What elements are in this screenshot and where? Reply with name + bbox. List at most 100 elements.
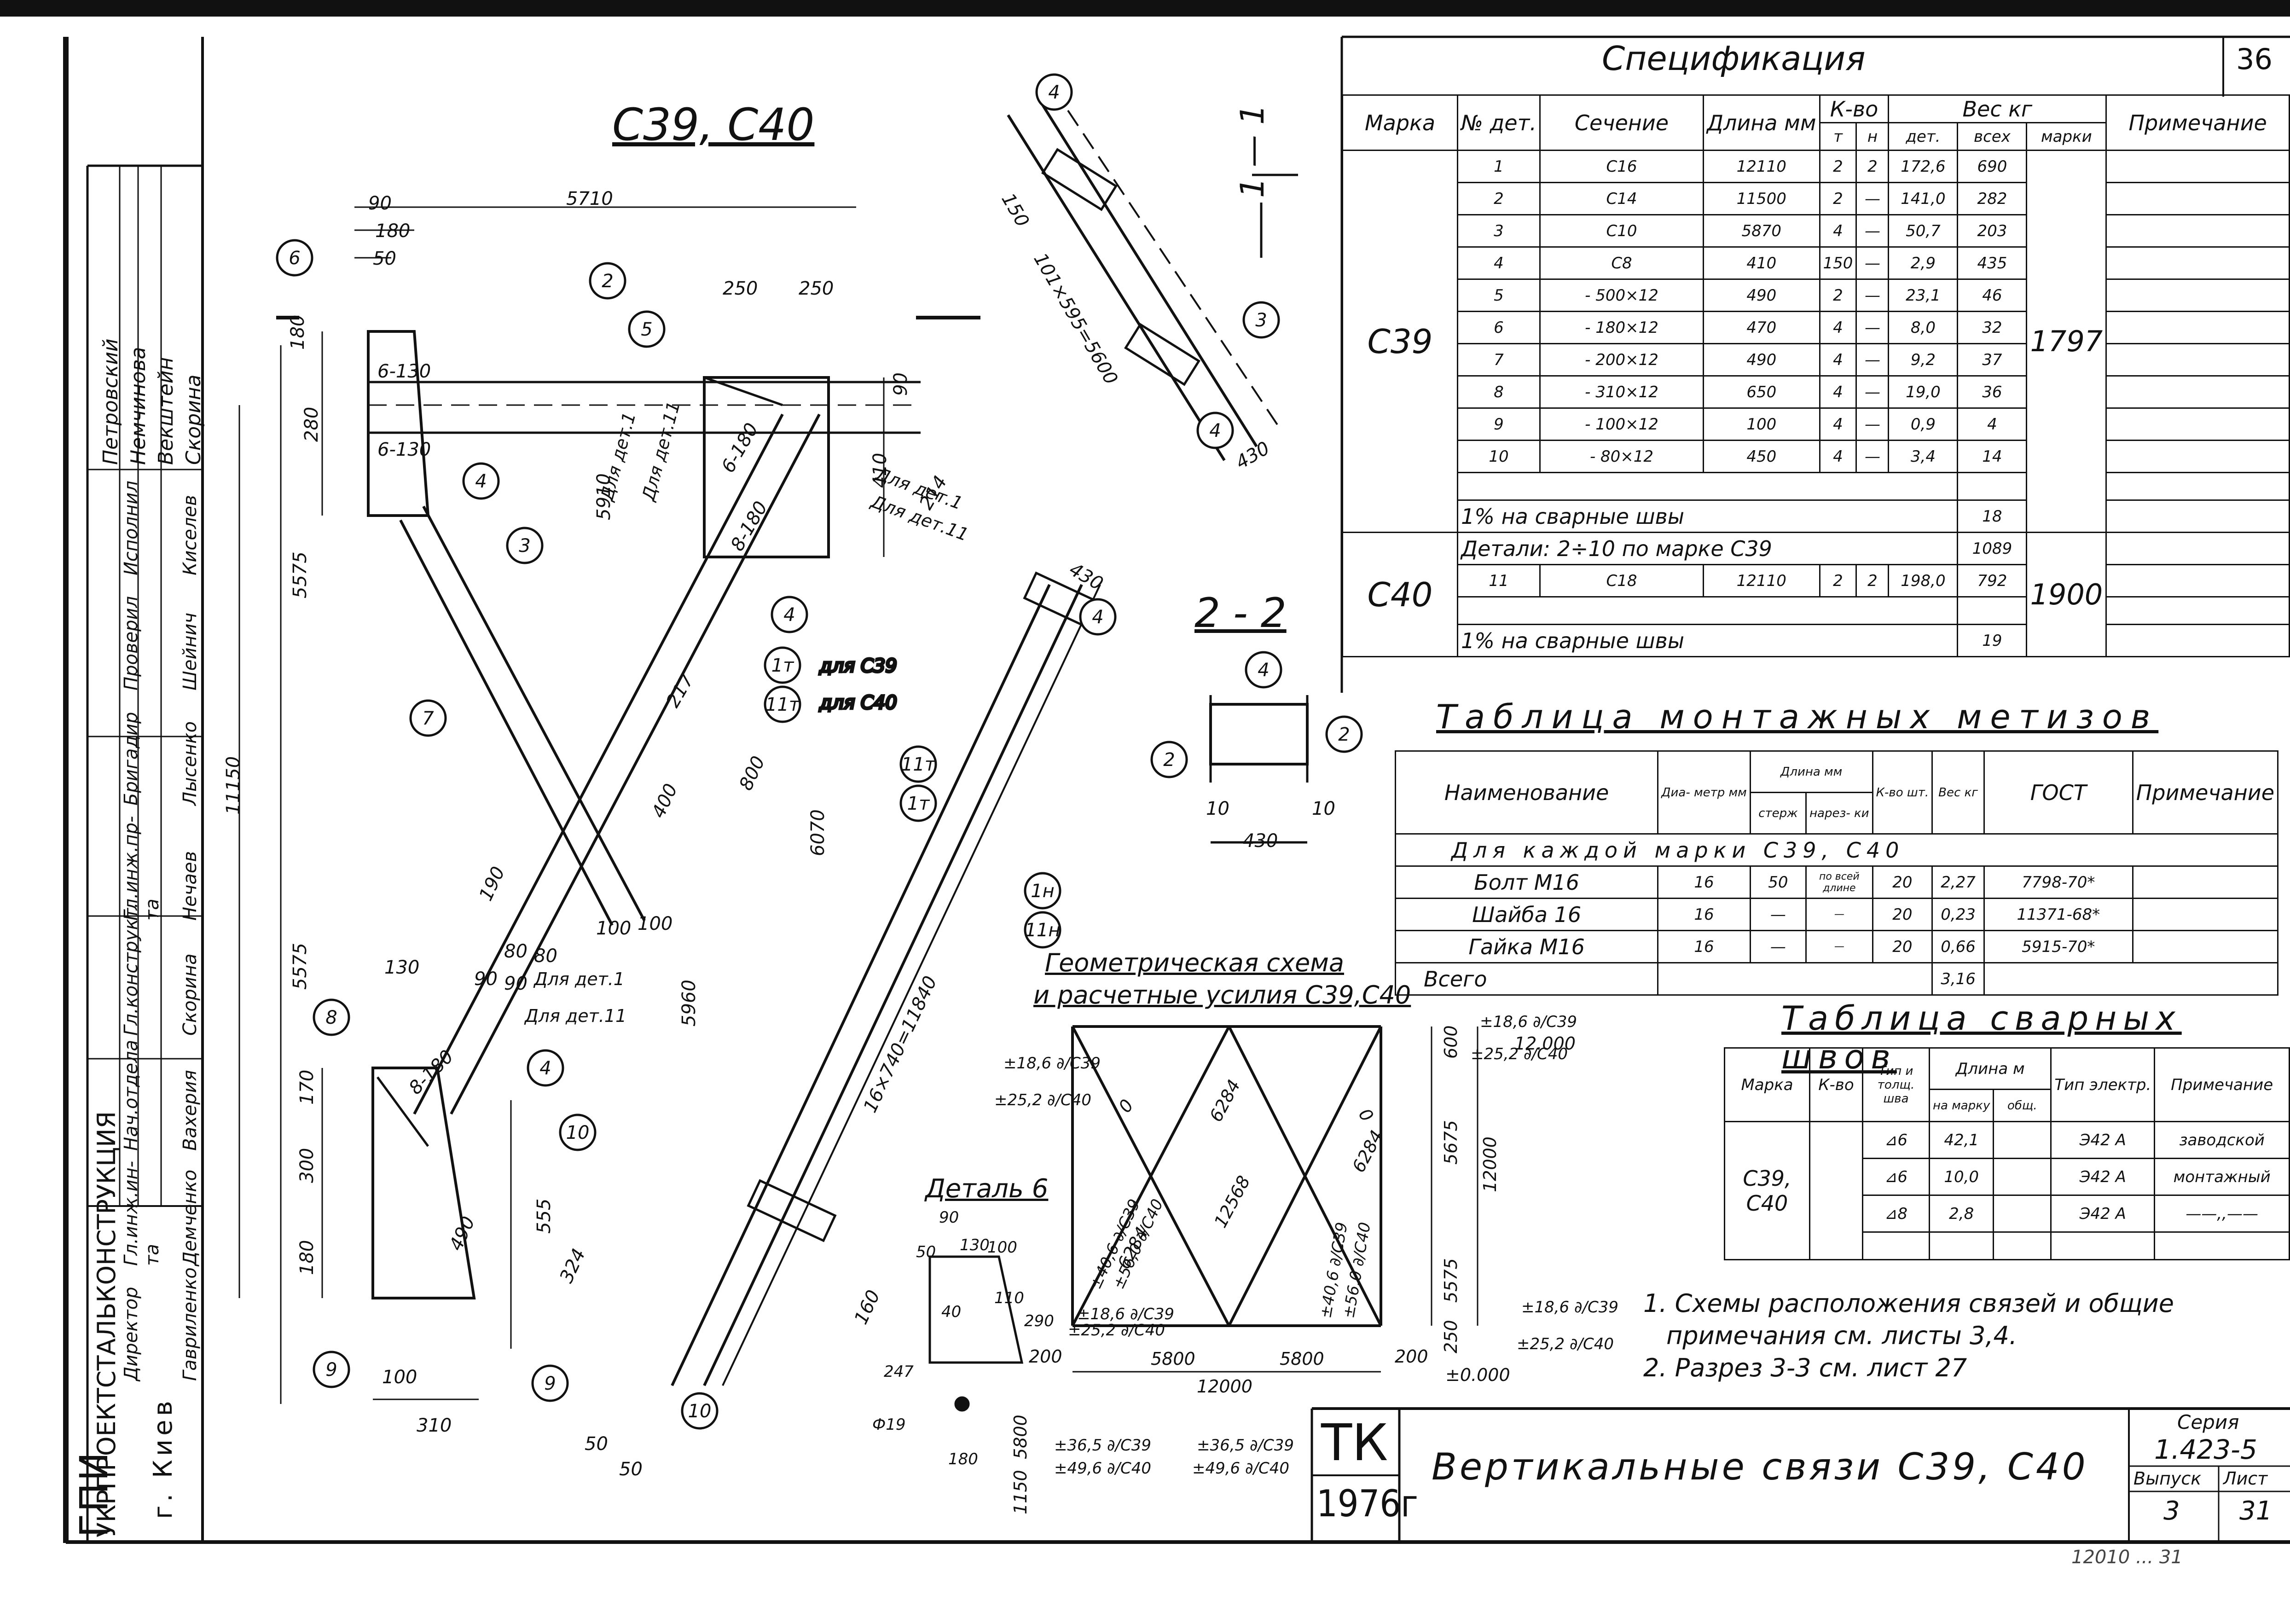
spec-cell-t: 4 bbox=[1819, 440, 1857, 473]
spec-c40-sec: С18 bbox=[1539, 564, 1704, 597]
dimension-label: 80 bbox=[504, 941, 528, 962]
sheet-number: 36 bbox=[2236, 42, 2273, 76]
note-2: 2. Разрез 3-3 см. лист 27 bbox=[1643, 1353, 1967, 1382]
issue-label: Выпуск bbox=[2133, 1468, 2202, 1489]
spec-h-wmarka: марки bbox=[2026, 122, 2107, 151]
dimension-label: 180 bbox=[375, 220, 410, 242]
geometry-dimension: 5675 bbox=[1441, 1120, 1461, 1165]
spec-empty bbox=[2105, 564, 2290, 597]
fast-cell-name: Шайба 16 bbox=[1394, 898, 1659, 931]
spec-cell-no: 9 bbox=[1457, 407, 1541, 441]
geometry-force: ±25,2 ∂/С40 bbox=[1068, 1321, 1165, 1340]
geometry-force: ±18,6 ∂/С39 bbox=[1077, 1305, 1175, 1323]
weld-empty bbox=[2154, 1231, 2290, 1260]
geometry-dimension: 600 bbox=[1441, 1025, 1461, 1059]
fast-h-w: Вес кг bbox=[1931, 750, 1985, 835]
dimension-label: 80 bbox=[534, 945, 557, 967]
spec-cell-t: 4 bbox=[1819, 214, 1857, 248]
spec-cell-note bbox=[2105, 214, 2290, 248]
callout-number: 9 bbox=[325, 1359, 337, 1380]
callout-number: 11н bbox=[1025, 920, 1060, 941]
fast-cell-note bbox=[2132, 865, 2279, 899]
dimension-label: 410 bbox=[870, 453, 891, 488]
drawing-title: С39, С40 bbox=[612, 99, 815, 151]
callout-circle bbox=[1325, 715, 1363, 753]
callout-number: 3 bbox=[519, 535, 530, 557]
geometry-dimension: 12000 bbox=[1480, 1137, 1500, 1192]
weld-cell-el: Э42 А bbox=[2050, 1158, 2156, 1196]
dimension-label: 10 bbox=[1312, 798, 1335, 819]
spec-cell-no: 8 bbox=[1457, 375, 1541, 409]
callout-label: для С40 bbox=[819, 692, 897, 713]
dimension-label: 5575 bbox=[290, 551, 311, 598]
callout-circle bbox=[1024, 911, 1061, 949]
dimension-label: 430 bbox=[1243, 830, 1278, 852]
callout-number: 8 bbox=[325, 1007, 337, 1028]
fast-cell-qty: 20 bbox=[1872, 930, 1933, 963]
spec-empty bbox=[1957, 596, 2028, 625]
fast-cell-gost: 7798-70* bbox=[1983, 865, 2133, 899]
dimension-label: 16×740=11840 bbox=[859, 973, 941, 1116]
callout-circle bbox=[506, 527, 544, 564]
geometry-dimension: 5800 bbox=[1151, 1349, 1195, 1369]
dimension-label: 170 bbox=[296, 1070, 318, 1105]
dimension-label: 250 bbox=[723, 278, 758, 299]
fast-group: Для каждой марки С39, С40 bbox=[1395, 833, 2278, 867]
detail6-dimension: 247 bbox=[884, 1363, 914, 1381]
spec-cell-note bbox=[2105, 278, 2290, 312]
note-1b: примечания см. листы 3,4. bbox=[1666, 1321, 2018, 1350]
geometry-dimension: 6284 bbox=[1206, 1076, 1244, 1125]
fast-total-w: 3,16 bbox=[1931, 962, 1985, 996]
dimension-label: 280 bbox=[301, 407, 322, 442]
spec-cell-note bbox=[2105, 182, 2290, 215]
tk-year: 1976г bbox=[1316, 1482, 1418, 1525]
fast-cell-thr: — bbox=[1805, 930, 1873, 963]
dimension-label: 101×595=5600 bbox=[1029, 249, 1122, 388]
callout-number: 4 bbox=[539, 1058, 551, 1079]
spec-cell-wdet: 9,2 bbox=[1888, 343, 1959, 377]
weld-cell-el: Э42 А bbox=[2050, 1195, 2156, 1233]
spec-h-section: Сечение bbox=[1539, 94, 1704, 151]
geometry-force: ±18,6 ∂/С39 bbox=[1480, 1013, 1577, 1031]
spec-cell-len: 450 bbox=[1703, 440, 1820, 473]
spec-cell-len: 650 bbox=[1703, 375, 1820, 409]
spec-cell-note bbox=[2105, 375, 2290, 409]
fast-cell-rod: 50 bbox=[1749, 865, 1807, 899]
weld-marka: С39, С40 bbox=[1724, 1121, 1810, 1260]
callout-circle bbox=[276, 239, 313, 277]
fast-cell-note bbox=[2132, 898, 2279, 931]
weld-h-len: Длина м bbox=[1928, 1047, 2052, 1090]
geometry-force: ±18,6 ∂/С39 bbox=[1003, 1054, 1101, 1073]
spec-c39-welds: 1% на сварные швы bbox=[1456, 499, 1959, 533]
spec-cell-wall: 435 bbox=[1957, 246, 2028, 280]
spec-empty bbox=[2105, 499, 2290, 533]
callout-circle bbox=[899, 745, 937, 783]
fast-h-thr: нарез- ки bbox=[1805, 792, 1873, 835]
spec-h-t: т bbox=[1819, 122, 1857, 151]
dimension-label: 190 bbox=[475, 864, 509, 905]
weld-empty bbox=[1862, 1231, 1930, 1260]
spec-cell-n: — bbox=[1855, 246, 1890, 280]
callout-circle bbox=[899, 784, 937, 822]
dimension-label: 800 bbox=[735, 753, 769, 794]
dimension-label: 90 bbox=[890, 372, 911, 396]
spec-cell-no: 1 bbox=[1457, 150, 1541, 183]
fasteners-table: Наименование Диа- метр мм Длина мм К-во … bbox=[1394, 750, 2279, 996]
spec-cell-wall: 46 bbox=[1957, 278, 2028, 312]
spec-cell-len: 470 bbox=[1703, 311, 1820, 344]
spec-empty bbox=[2105, 624, 2290, 657]
spec-h-n: н bbox=[1855, 122, 1890, 151]
fast-cell-rod: — bbox=[1749, 898, 1807, 931]
dimension-label: 90 bbox=[504, 973, 528, 994]
weld-h-lm: на марку bbox=[1928, 1089, 1994, 1122]
dimension-label: 5910 bbox=[593, 473, 615, 520]
spec-c40-welds-w: 19 bbox=[1957, 624, 2028, 657]
spec-empty bbox=[1456, 596, 1959, 625]
